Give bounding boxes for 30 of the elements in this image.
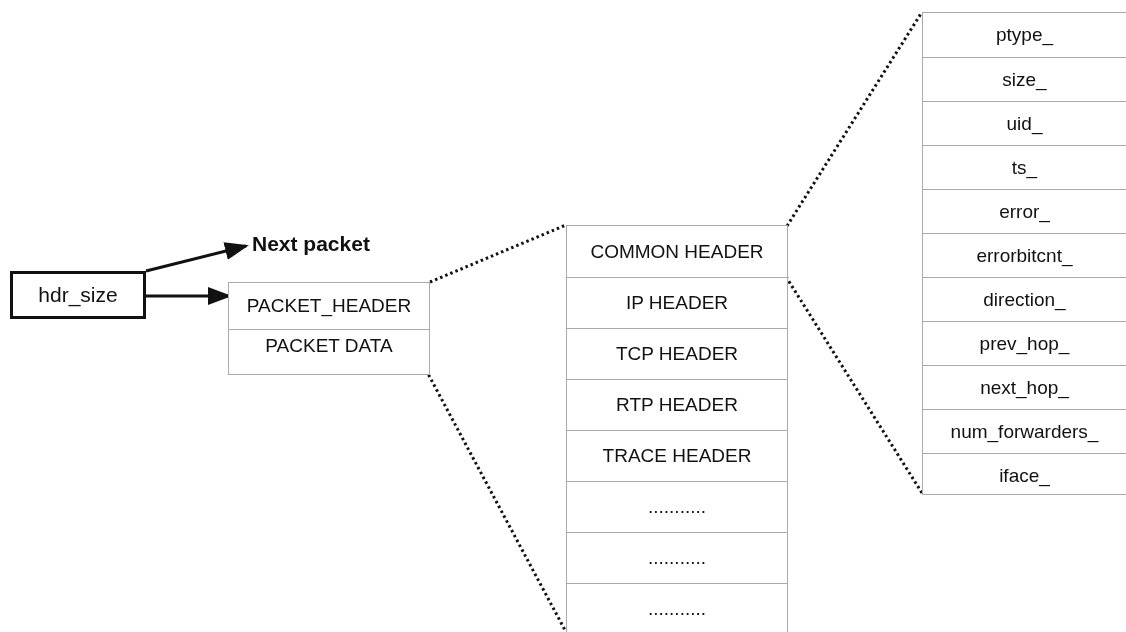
table-row: iface_	[923, 453, 1126, 497]
table-row: next_hop_	[923, 365, 1126, 409]
table-row: uid_	[923, 101, 1126, 145]
table-row: RTP HEADER	[567, 379, 787, 430]
zoom-line	[429, 223, 567, 284]
table-row: ts_	[923, 145, 1126, 189]
table-row: size_	[923, 57, 1126, 101]
table-row: ...........	[567, 583, 787, 632]
table-row: error_	[923, 189, 1126, 233]
table-row: TCP HEADER	[567, 328, 787, 379]
arrow	[145, 242, 249, 273]
caption-text: Next packet	[252, 232, 370, 256]
table-row: COMMON HEADER	[567, 226, 787, 277]
table-row: num_forwarders_	[923, 409, 1126, 453]
table-row: ...........	[567, 532, 787, 583]
field-name: hdr_size	[38, 283, 118, 307]
table-row: TRACE HEADER	[567, 430, 787, 481]
table-row: PACKET_HEADER	[229, 283, 429, 329]
table-row: ...........	[567, 481, 787, 532]
table-row: IP HEADER	[567, 277, 787, 328]
table-row: errorbitcnt_	[923, 233, 1126, 277]
table-row: prev_hop_	[923, 321, 1126, 365]
header-stack-box	[566, 225, 788, 632]
field-box	[10, 271, 146, 319]
table-row: direction_	[923, 277, 1126, 321]
packet-box	[228, 282, 430, 375]
zoom-line	[785, 11, 924, 227]
common-header-fields-box	[922, 12, 1126, 495]
table-row: PACKET DATA	[229, 329, 429, 375]
table-row: ptype_	[923, 13, 1126, 57]
